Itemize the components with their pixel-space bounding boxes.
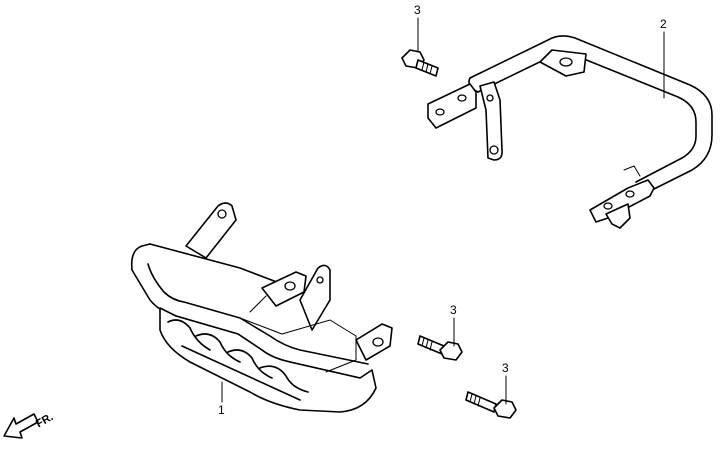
bolt-bottom	[465, 391, 517, 419]
callout-bolt-bottom: 3	[502, 361, 509, 375]
callout-skid-plate: 1	[218, 403, 225, 417]
callout-bolt-top: 3	[414, 3, 421, 17]
leader-lines	[221, 17, 665, 405]
callout-rear-bar: 2	[660, 17, 667, 31]
bolt-top	[401, 49, 439, 77]
bolt-middle	[417, 335, 463, 361]
callout-bolt-middle: 3	[450, 303, 457, 317]
front-skid-plate	[130, 202, 393, 413]
arrow-icon	[3, 413, 39, 439]
rear-grab-bar	[427, 35, 713, 229]
